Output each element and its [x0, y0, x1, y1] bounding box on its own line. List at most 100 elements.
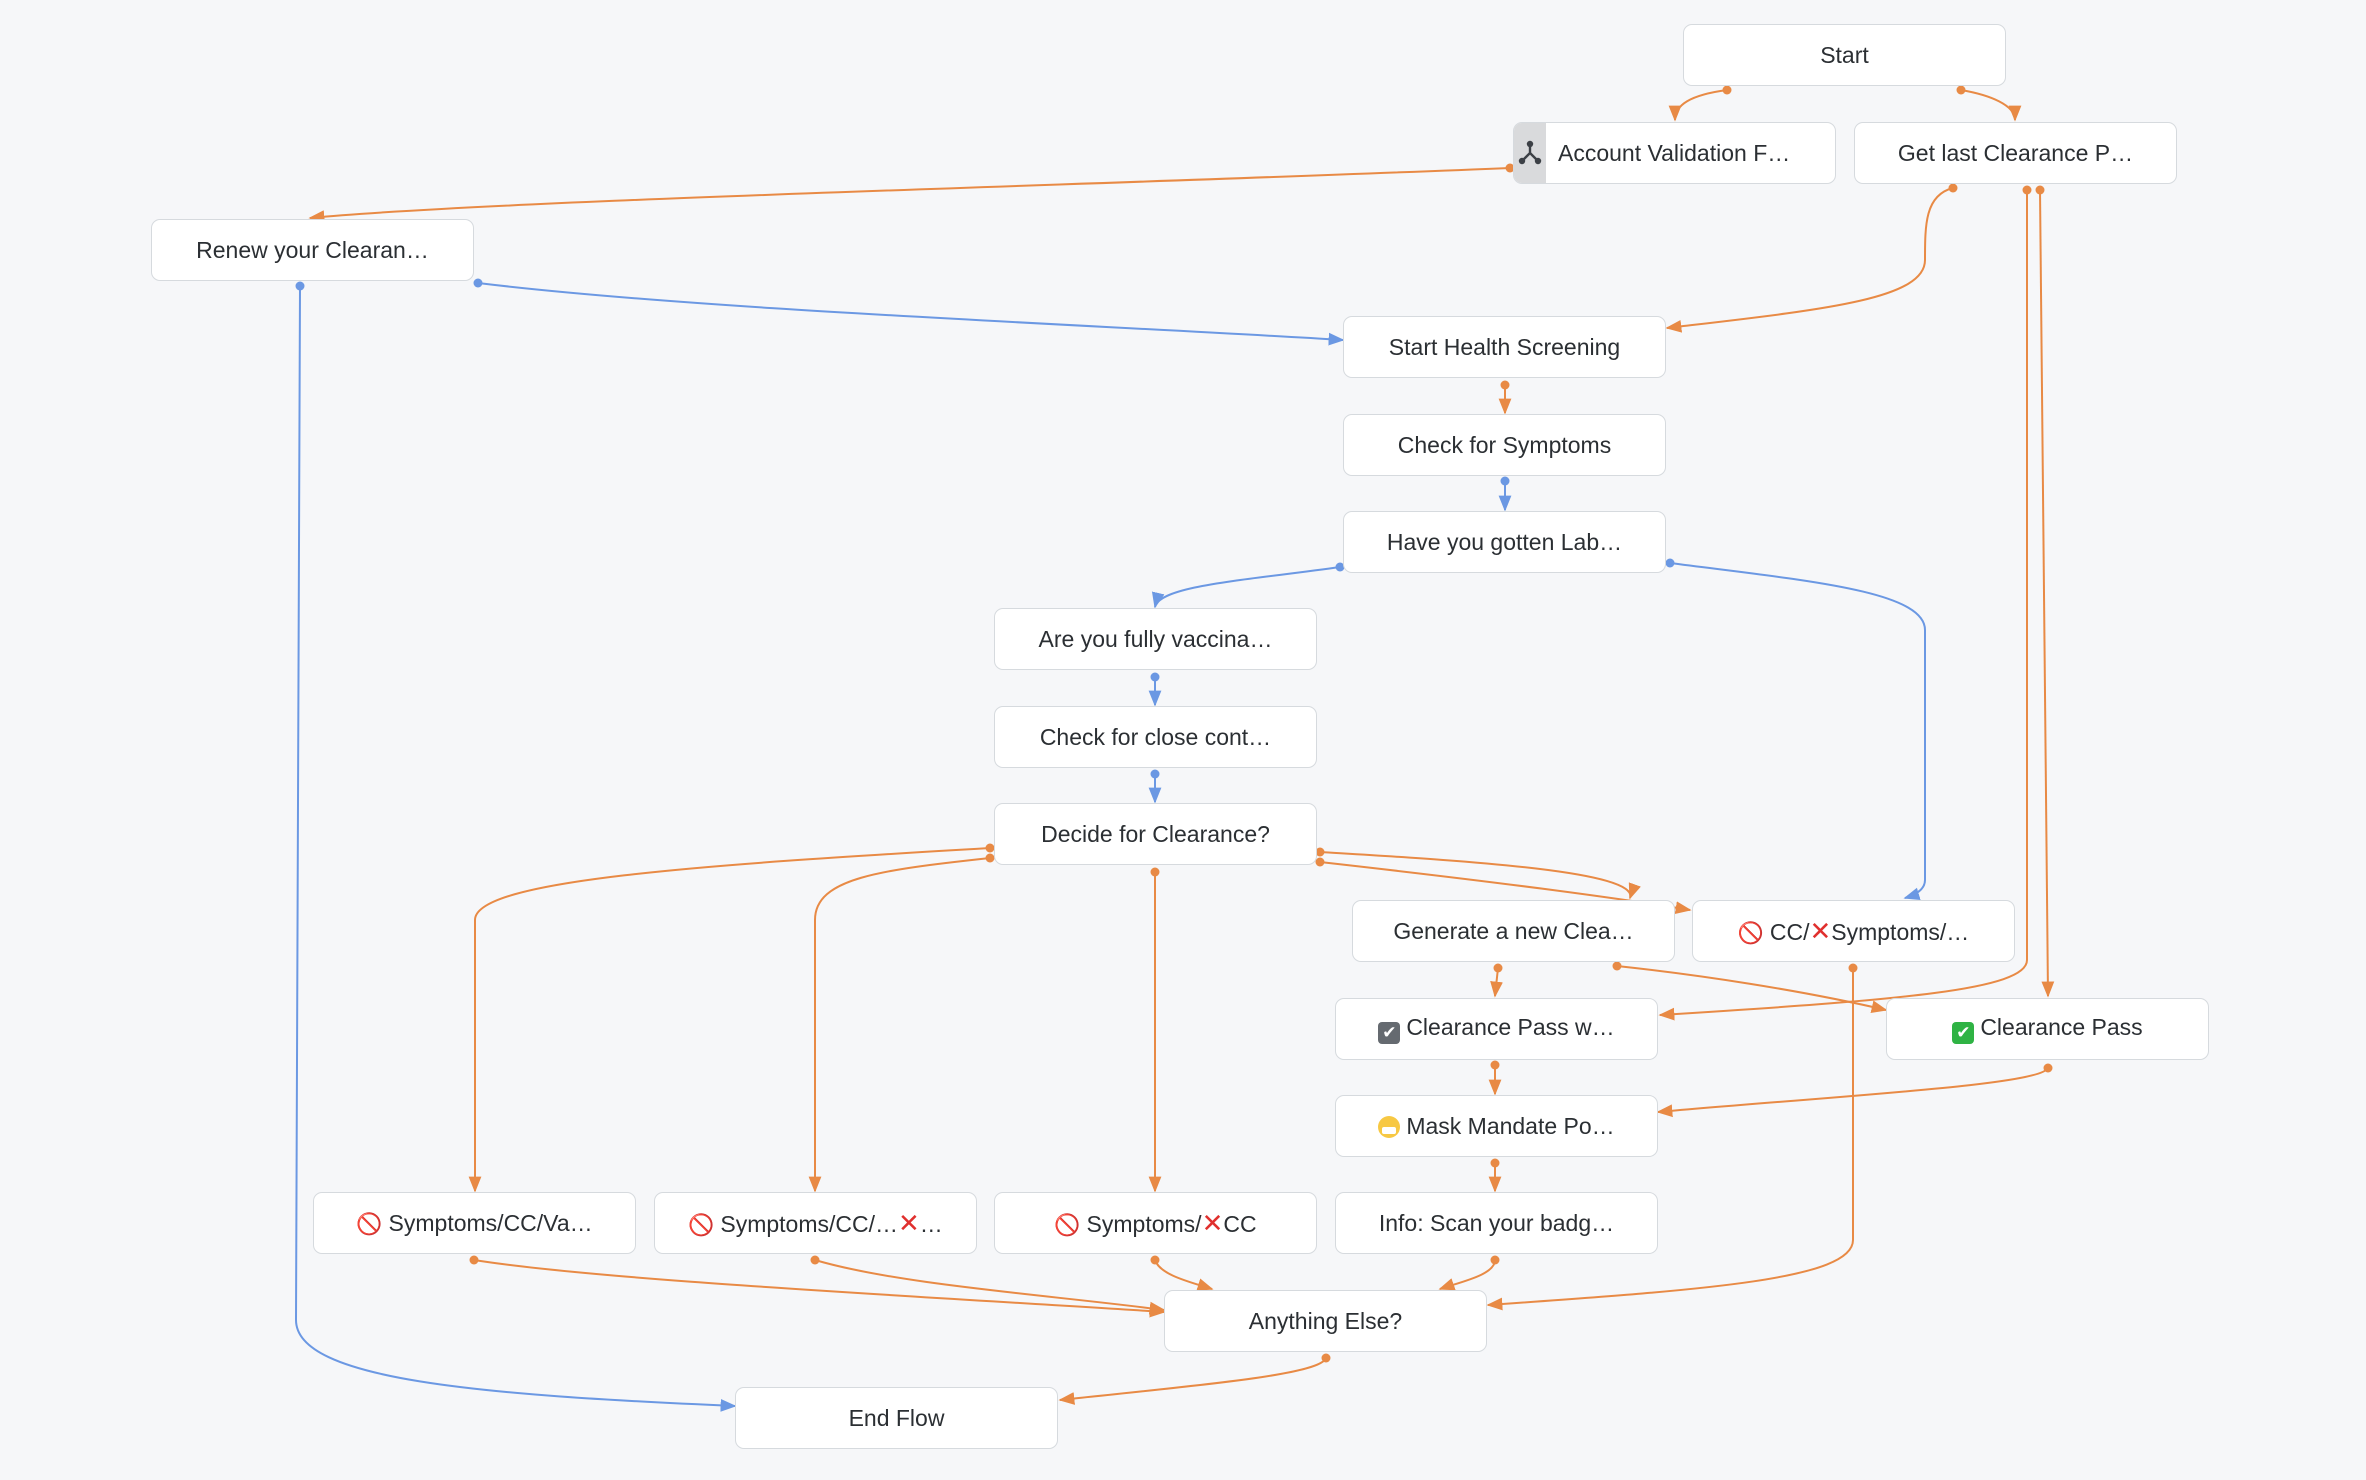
- edge-port[interactable]: [1665, 558, 1675, 568]
- node-label: Start: [1820, 41, 1869, 68]
- edge-port[interactable]: [1948, 183, 1958, 193]
- edge-orange: [1656, 1067, 2049, 1118]
- node-symptoms-x-cc[interactable]: 🚫Symptoms/✕CC: [994, 1192, 1317, 1254]
- node-clearance-pass[interactable]: ✔Clearance Pass: [1886, 998, 2209, 1060]
- node-label: 🚫CC/✕Symptoms/…: [1737, 915, 1970, 946]
- edge-orange: [1154, 1259, 1214, 1291]
- node-cc-x-symptoms[interactable]: 🚫CC/✕Symptoms/…: [1692, 900, 2015, 962]
- node-have-lab[interactable]: Have you gotten Lab…: [1343, 511, 1666, 573]
- node-label: Generate a new Clea…: [1393, 917, 1634, 944]
- node-label: Check for close cont…: [1039, 723, 1272, 750]
- edge-orange: [808, 857, 991, 1193]
- edge-orange: [308, 167, 1511, 224]
- node-label: 🚫Symptoms/CC/…✕…: [688, 1207, 943, 1238]
- edge-port[interactable]: [473, 278, 483, 288]
- node-fully-vaccinated[interactable]: Are you fully vaccina…: [994, 608, 1317, 670]
- node-label: Decide for Clearance?: [1041, 820, 1270, 847]
- node-label: Have you gotten Lab…: [1386, 528, 1623, 555]
- no-entry-icon: 🚫: [356, 1212, 383, 1236]
- edge-orange: [1319, 851, 1641, 900]
- node-label: ✔Clearance Pass: [1942, 1014, 2152, 1044]
- edge-orange: [473, 1259, 1166, 1318]
- no-entry-icon: 🚫: [1737, 921, 1764, 945]
- edge-port[interactable]: [2035, 185, 2045, 195]
- edge-port[interactable]: [810, 1255, 820, 1265]
- edge-port[interactable]: [1321, 1353, 1331, 1363]
- node-label: Account Validation F…: [1558, 139, 1791, 166]
- node-label: Renew your Clearan…: [196, 236, 429, 263]
- checkbox-icon: ✔: [1378, 1022, 1401, 1044]
- node-label: 🚫Symptoms/CC/Va…: [356, 1209, 593, 1236]
- edge-port[interactable]: [2022, 185, 2032, 195]
- edge-port[interactable]: [1848, 963, 1858, 973]
- no-entry-icon: 🚫: [1054, 1213, 1081, 1237]
- green-check-icon: ✔: [1952, 1022, 1975, 1044]
- red-x-icon: ✕: [898, 1207, 920, 1238]
- node-symptoms-cc-x[interactable]: 🚫Symptoms/CC/…✕…: [654, 1192, 977, 1254]
- edge-port[interactable]: [1490, 1158, 1500, 1168]
- edge-orange: [1668, 89, 1728, 122]
- node-label: 🚫Symptoms/✕CC: [1054, 1207, 1257, 1238]
- node-close-contact[interactable]: Check for close cont…: [994, 706, 1317, 768]
- edge-orange: [814, 1259, 1166, 1315]
- edge-port[interactable]: [1505, 163, 1515, 173]
- red-x-icon: ✕: [1809, 915, 1832, 946]
- edge-port[interactable]: [985, 853, 995, 863]
- no-entry-icon: 🚫: [688, 1213, 715, 1237]
- edge-port[interactable]: [1722, 85, 1732, 95]
- node-anything-else[interactable]: Anything Else?: [1164, 1290, 1487, 1352]
- edge-orange: [1486, 968, 1854, 1311]
- node-start-health-screening[interactable]: Start Health Screening: [1343, 316, 1666, 378]
- node-label: Anything Else?: [1248, 1307, 1403, 1334]
- node-check-symptoms[interactable]: Check for Symptoms: [1343, 414, 1666, 476]
- node-label: Start Health Screening: [1388, 333, 1621, 360]
- edge-port[interactable]: [1315, 857, 1325, 867]
- node-generate-new-clearance[interactable]: Generate a new Clea…: [1352, 900, 1675, 962]
- node-label: Get last Clearance P…: [1897, 139, 2134, 166]
- node-label: Mask Mandate Po…: [1368, 1113, 1624, 1140]
- edge-port[interactable]: [1500, 380, 1510, 390]
- node-symptoms-cc-va[interactable]: 🚫Symptoms/CC/Va…: [313, 1192, 636, 1254]
- edge-port[interactable]: [1150, 672, 1160, 682]
- edge-port[interactable]: [469, 1255, 479, 1265]
- node-get-last-clearance[interactable]: Get last Clearance P…: [1854, 122, 2177, 184]
- edge-port[interactable]: [1150, 867, 1160, 877]
- mask-face-icon: [1378, 1115, 1401, 1138]
- node-info-scan-badge[interactable]: Info: Scan your badg…: [1335, 1192, 1658, 1254]
- edge-orange: [1665, 187, 1954, 333]
- edge-port[interactable]: [1956, 85, 1966, 95]
- edge-blue: [1669, 562, 1926, 900]
- edge-port[interactable]: [1493, 963, 1503, 973]
- edge-port[interactable]: [1150, 1255, 1160, 1265]
- node-label: ✔Clearance Pass w…: [1368, 1014, 1624, 1044]
- edge-orange: [468, 847, 991, 1193]
- edge-port[interactable]: [985, 843, 995, 853]
- node-label: End Flow: [848, 1404, 945, 1431]
- node-mask-mandate[interactable]: Mask Mandate Po…: [1335, 1095, 1658, 1157]
- edge-orange: [1438, 1259, 1496, 1291]
- edge-port[interactable]: [1335, 562, 1345, 572]
- node-renew-clearance[interactable]: Renew your Clearan…: [151, 219, 474, 281]
- node-account-validation[interactable]: Account Validation F…: [1513, 122, 1836, 184]
- edge-port[interactable]: [1150, 769, 1160, 779]
- red-x-icon: ✕: [1201, 1207, 1224, 1238]
- edge-orange: [1490, 967, 1503, 998]
- edge-port[interactable]: [1500, 476, 1510, 486]
- edge-orange: [1960, 89, 2022, 122]
- edge-orange: [2039, 189, 2055, 998]
- edge-blue: [294, 285, 737, 1412]
- edge-port[interactable]: [1490, 1060, 1500, 1070]
- edge-blue: [477, 282, 1345, 346]
- edge-port[interactable]: [1490, 1255, 1500, 1265]
- edge-port[interactable]: [295, 281, 305, 291]
- edge-orange: [1058, 1357, 1327, 1405]
- node-end-flow[interactable]: End Flow: [735, 1387, 1058, 1449]
- edge-port[interactable]: [1315, 847, 1325, 857]
- node-decide-clearance[interactable]: Decide for Clearance?: [994, 803, 1317, 865]
- node-clearance-pass-with[interactable]: ✔Clearance Pass w…: [1335, 998, 1658, 1060]
- edge-port[interactable]: [2043, 1063, 2053, 1073]
- node-start[interactable]: Start: [1683, 24, 2006, 86]
- edge-port[interactable]: [1612, 961, 1622, 971]
